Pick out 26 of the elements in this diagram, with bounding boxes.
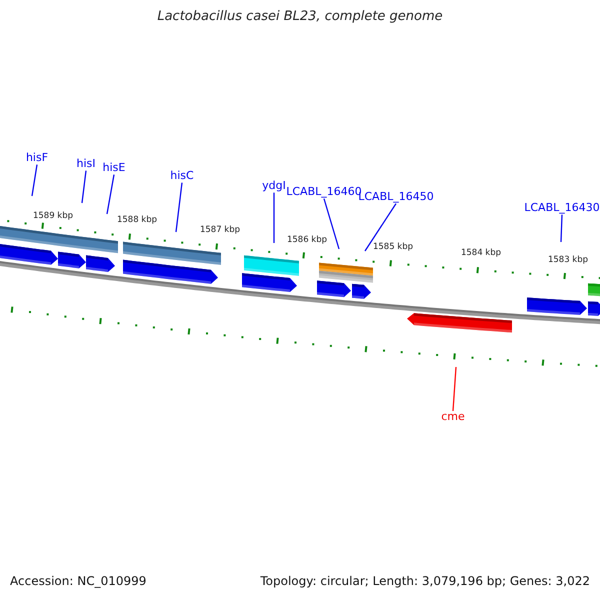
gene-label: hisC	[170, 170, 194, 183]
scale-label: 1589 kbp	[32, 212, 74, 222]
title: Lactobacillus casei BL23, complete genome	[156, 10, 444, 25]
leader-line	[31, 164, 38, 196]
footer-text: Topology: circular; Length: 3,079,196 bp; Genes: 3,022	[260, 575, 590, 589]
leader-line	[273, 192, 275, 243]
leader-line	[175, 182, 183, 232]
leader-line	[323, 198, 340, 250]
leader-line	[106, 174, 115, 214]
footer-text: Accession: NC_010999	[10, 575, 146, 589]
scale-label: 1584 kbp	[460, 249, 502, 259]
scale-label: 1587 kbp	[200, 226, 240, 236]
scale-label: 1586 kbp	[286, 236, 328, 246]
scale-label: 1583 kbp	[548, 256, 588, 266]
scale-label: 1588 kbp	[116, 216, 158, 226]
leader-line	[452, 366, 457, 412]
gene-label: hisI	[76, 158, 96, 171]
scale-label: 1585 kbp	[372, 243, 414, 253]
gene-label: hisE	[102, 162, 126, 175]
leader-line	[81, 170, 87, 204]
gene-label: hisF	[26, 152, 48, 165]
gene-label: ydgI	[262, 180, 286, 193]
leader-line	[364, 203, 396, 252]
gene-label: cme	[441, 411, 465, 424]
leader-line	[560, 214, 563, 242]
gene-label: LCABL_16430	[524, 202, 600, 215]
